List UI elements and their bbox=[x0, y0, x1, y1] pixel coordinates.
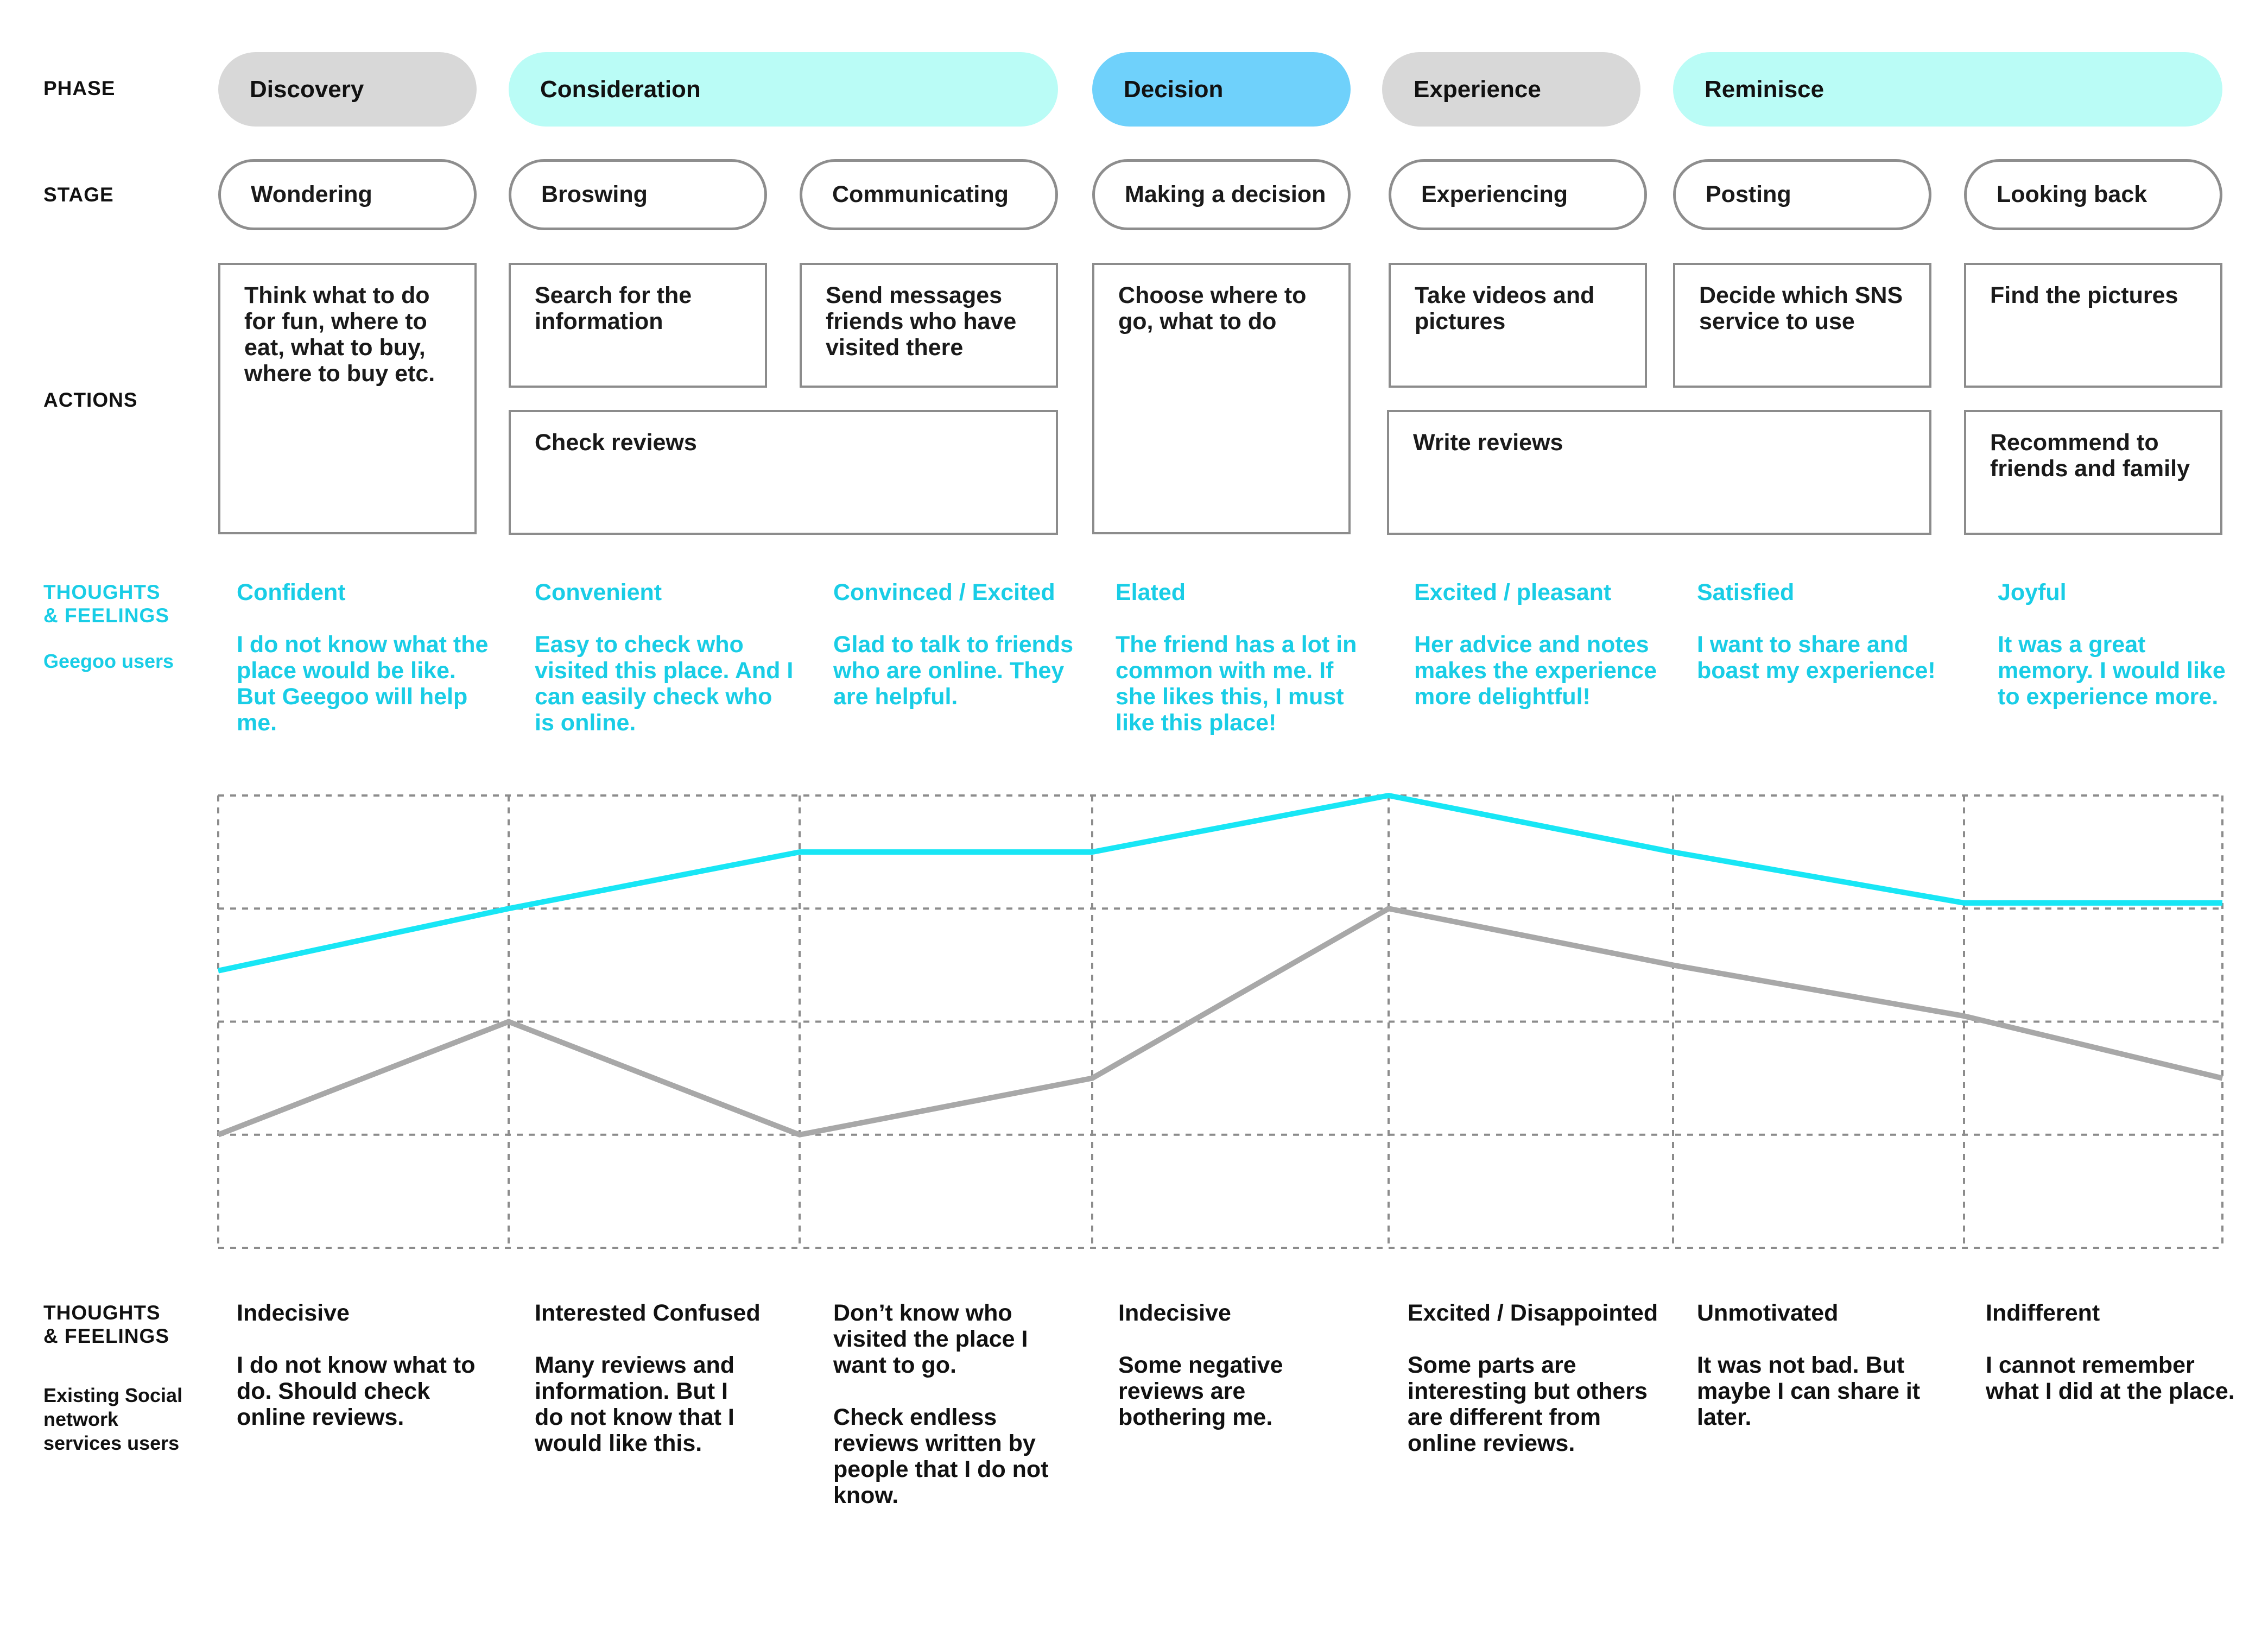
action-decide-sns: Decide which SNS service to use bbox=[1673, 263, 1931, 388]
sns-thoughts-label-line2: & FEELINGS bbox=[43, 1325, 170, 1347]
thought-title: Satisfied bbox=[1697, 579, 1795, 605]
chart-lines bbox=[217, 793, 2223, 1138]
action-take-videos: Take videos and pictures bbox=[1389, 263, 1647, 388]
geegoo-thought-2: Convenient Easy to check who visited thi… bbox=[535, 579, 795, 736]
actions-row-label: ACTIONS bbox=[43, 389, 138, 411]
stage-row-label: STAGE bbox=[43, 184, 114, 206]
thought-text: I cannot remember what I did at the plac… bbox=[1986, 1352, 2235, 1404]
thought-text: Many reviews and information. But I do n… bbox=[535, 1352, 735, 1456]
sns-users-emotion-line bbox=[217, 906, 2223, 1138]
thought-text: Some negative reviews are bothering me. bbox=[1118, 1352, 1283, 1430]
stage-making-decision: Making a decision bbox=[1092, 159, 1351, 230]
stage-looking-back: Looking back bbox=[1964, 159, 2222, 230]
thought-title: Interested Confused bbox=[535, 1300, 761, 1326]
geegoo-thought-5: Excited / pleasant Her advice and notes … bbox=[1414, 579, 1675, 710]
thought-text: The friend has a lot in common with me. … bbox=[1116, 632, 1357, 736]
thought-title: Indecisive bbox=[237, 1300, 350, 1326]
thought-title: Excited / Disappointed bbox=[1408, 1300, 1658, 1326]
thought-title: Confident bbox=[237, 579, 346, 605]
phase-reminisce: Reminisce bbox=[1673, 52, 2222, 127]
action-find-pictures: Find the pictures bbox=[1964, 263, 2222, 388]
action-wondering: Think what to do for fun, where to eat, … bbox=[218, 263, 477, 534]
stage-posting: Posting bbox=[1673, 159, 1931, 230]
thought-title: Convenient bbox=[535, 579, 662, 605]
sns-thoughts-label-line1: THOUGHTS bbox=[43, 1302, 161, 1324]
action-recommend: Recommend to friends and family bbox=[1964, 410, 2222, 535]
sns-users-label-line1: Existing Social bbox=[43, 1384, 183, 1406]
thought-text: Her advice and notes makes the experienc… bbox=[1414, 632, 1657, 710]
stage-experiencing: Experiencing bbox=[1389, 159, 1647, 230]
thought-text: I want to share and boast my experience! bbox=[1697, 632, 1936, 684]
phase-experience: Experience bbox=[1382, 52, 1640, 127]
stage-communicating: Communicating bbox=[800, 159, 1058, 230]
action-write-reviews: Write reviews bbox=[1387, 410, 1931, 535]
action-choose: Choose where to go, what to do bbox=[1092, 263, 1351, 534]
phase-discovery: Discovery bbox=[218, 52, 477, 127]
thought-title: Indifferent bbox=[1986, 1300, 2100, 1326]
geegoo-thoughts-label-line1: THOUGHTS bbox=[43, 581, 161, 603]
thought-text: Some parts are interesting but others ar… bbox=[1408, 1352, 1648, 1456]
sns-thought-1: Indecisive I do not know what to do. Sho… bbox=[237, 1300, 497, 1430]
action-search-info: Search for the information bbox=[509, 263, 767, 388]
sns-thought-2: Interested Confused Many reviews and inf… bbox=[535, 1300, 763, 1456]
geegoo-thoughts-label-line2: & FEELINGS bbox=[43, 604, 170, 627]
phase-row-label: PHASE bbox=[43, 77, 116, 99]
thought-text: It was a great memory. I would like to e… bbox=[1998, 632, 2226, 710]
thought-text: Glad to talk to friends who are online. … bbox=[833, 632, 1073, 710]
sns-thought-5: Excited / Disappointed Some parts are in… bbox=[1408, 1300, 1663, 1456]
thought-text: Check endless reviews written by people … bbox=[833, 1404, 1049, 1508]
thought-title: Convinced / Excited bbox=[833, 579, 1055, 605]
thought-title: Excited / pleasant bbox=[1414, 579, 1612, 605]
thought-title: Don’t know who visited the place I want … bbox=[833, 1300, 1028, 1378]
thought-text: I do not know what the place would be li… bbox=[237, 632, 489, 736]
action-send-messages: Send messages friends who have visited t… bbox=[800, 263, 1058, 388]
action-check-reviews: Check reviews bbox=[509, 410, 1058, 535]
sns-users-label-line3: services users bbox=[43, 1432, 180, 1454]
geegoo-thought-1: Confident I do not know what the place w… bbox=[237, 579, 497, 736]
sns-thought-3: Don’t know who visited the place I want … bbox=[833, 1300, 1078, 1508]
thought-title: Indecisive bbox=[1118, 1300, 1231, 1326]
geegoo-users-emotion-line bbox=[217, 793, 2222, 974]
sns-thought-6: Unmotivated It was not bad. But maybe I … bbox=[1697, 1300, 1952, 1430]
stage-browsing: Broswing bbox=[509, 159, 767, 230]
stage-wondering: Wondering bbox=[218, 159, 477, 230]
thought-text: It was not bad. But maybe I can share it… bbox=[1697, 1352, 1921, 1430]
thought-text: Easy to check who visited this place. An… bbox=[535, 632, 794, 736]
geegoo-thought-7: Joyful It was a great memory. I would li… bbox=[1998, 579, 2237, 710]
geegoo-thought-4: Elated The friend has a lot in common wi… bbox=[1116, 579, 1376, 736]
sns-users-label-line2: network bbox=[43, 1408, 119, 1430]
geegoo-thought-3: Convinced / Excited Glad to talk to frie… bbox=[833, 579, 1094, 710]
chart-grid bbox=[217, 794, 2223, 1249]
thought-text: I do not know what to do. Should check o… bbox=[237, 1352, 476, 1430]
thought-title: Unmotivated bbox=[1697, 1300, 1839, 1326]
phase-consideration: Consideration bbox=[509, 52, 1058, 127]
thought-title: Joyful bbox=[1998, 579, 2067, 605]
phase-decision: Decision bbox=[1092, 52, 1351, 127]
sns-thought-7: Indifferent I cannot remember what I did… bbox=[1986, 1300, 2241, 1404]
sns-thought-4: Indecisive Some negative reviews are bot… bbox=[1118, 1300, 1335, 1430]
geegoo-thought-6: Satisfied I want to share and boast my e… bbox=[1697, 579, 1957, 684]
geegoo-users-label: Geegoo users bbox=[43, 650, 174, 672]
thought-title: Elated bbox=[1116, 579, 1186, 605]
